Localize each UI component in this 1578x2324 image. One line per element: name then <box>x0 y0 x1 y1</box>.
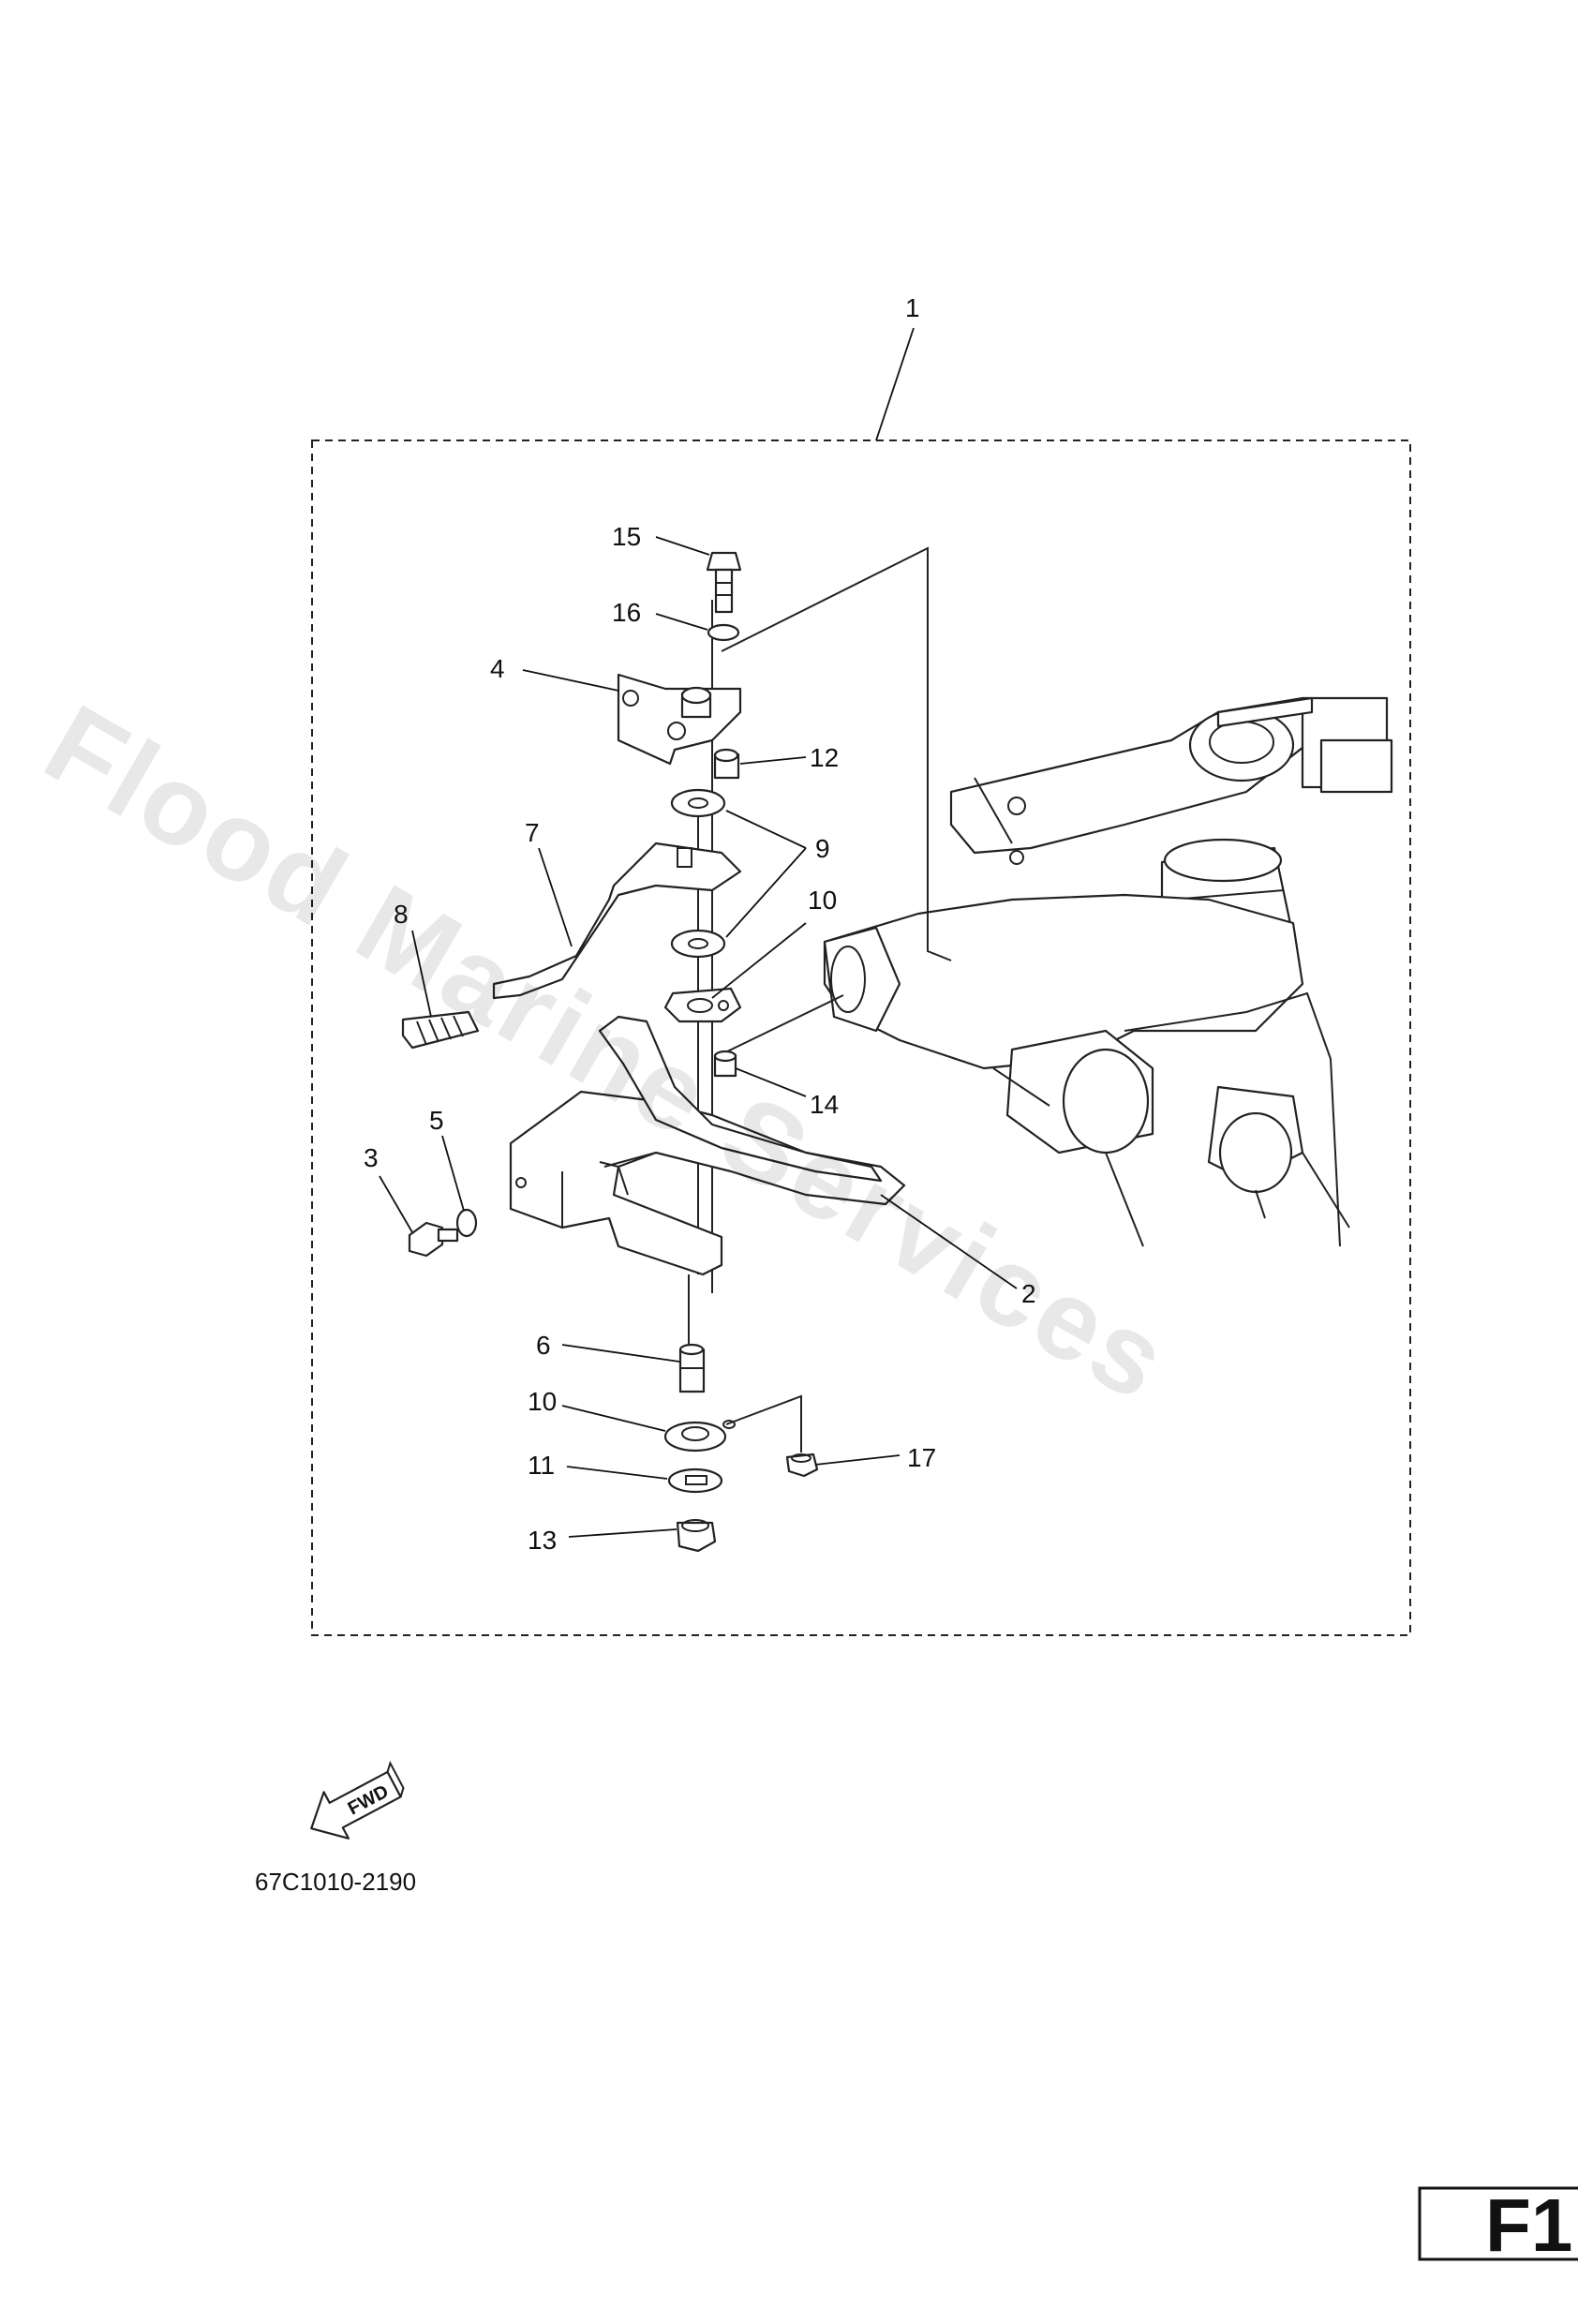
part-9-washer-upper <box>670 788 726 818</box>
part-14-collar <box>713 1050 737 1078</box>
callout-1: 1 <box>905 293 920 322</box>
part-17-nut <box>785 1452 819 1478</box>
callout-17: 17 <box>907 1443 936 1472</box>
part-7-plate <box>492 842 742 1000</box>
part-9-washer-lower <box>670 929 726 959</box>
callout-10-lower: 10 <box>528 1387 557 1416</box>
part-10-plate-upper <box>663 987 742 1023</box>
part-4-bracket <box>617 673 742 766</box>
page-code-box <box>1418 2186 1578 2261</box>
callout-10: 10 <box>808 886 837 915</box>
part-15-bolt <box>706 551 742 614</box>
callout-leaders <box>379 536 1018 1538</box>
part-5-washer <box>455 1208 478 1238</box>
callout-13: 13 <box>528 1526 557 1555</box>
part-6-pin <box>678 1343 706 1393</box>
callout-2: 2 <box>1021 1279 1036 1308</box>
callout-3: 3 <box>364 1143 379 1172</box>
callout-9: 9 <box>815 834 830 863</box>
callout-6: 6 <box>536 1331 551 1360</box>
callout-11: 11 <box>528 1451 555 1480</box>
part-8-grip <box>401 1010 480 1050</box>
part-13-nut <box>676 1519 717 1553</box>
part-2-main-bracket <box>509 1015 906 1276</box>
callout-15: 15 <box>612 522 641 551</box>
callout-8: 8 <box>394 900 409 929</box>
page-code: F1 <box>1485 2183 1572 2267</box>
callout-14: 14 <box>810 1090 839 1119</box>
leader-1 <box>875 327 915 441</box>
callout-7: 7 <box>525 818 540 847</box>
kit-boundary <box>311 439 1411 1636</box>
part-11-lock-washer <box>667 1467 723 1494</box>
callout-4: 4 <box>490 654 505 683</box>
callout-12: 12 <box>810 743 839 772</box>
part-12-collar <box>713 748 740 780</box>
callout-5: 5 <box>429 1106 444 1135</box>
callout-16: 16 <box>612 598 641 627</box>
steering-bracket-assembly <box>823 696 1393 1247</box>
part-10-washer-lower <box>663 1420 736 1452</box>
part-3-screw <box>408 1221 459 1258</box>
fwd-arrow-icon: FWD <box>310 1760 405 1840</box>
part-16-washer <box>707 623 740 642</box>
drawing-code: 67C1010-2190 <box>255 1868 416 1896</box>
